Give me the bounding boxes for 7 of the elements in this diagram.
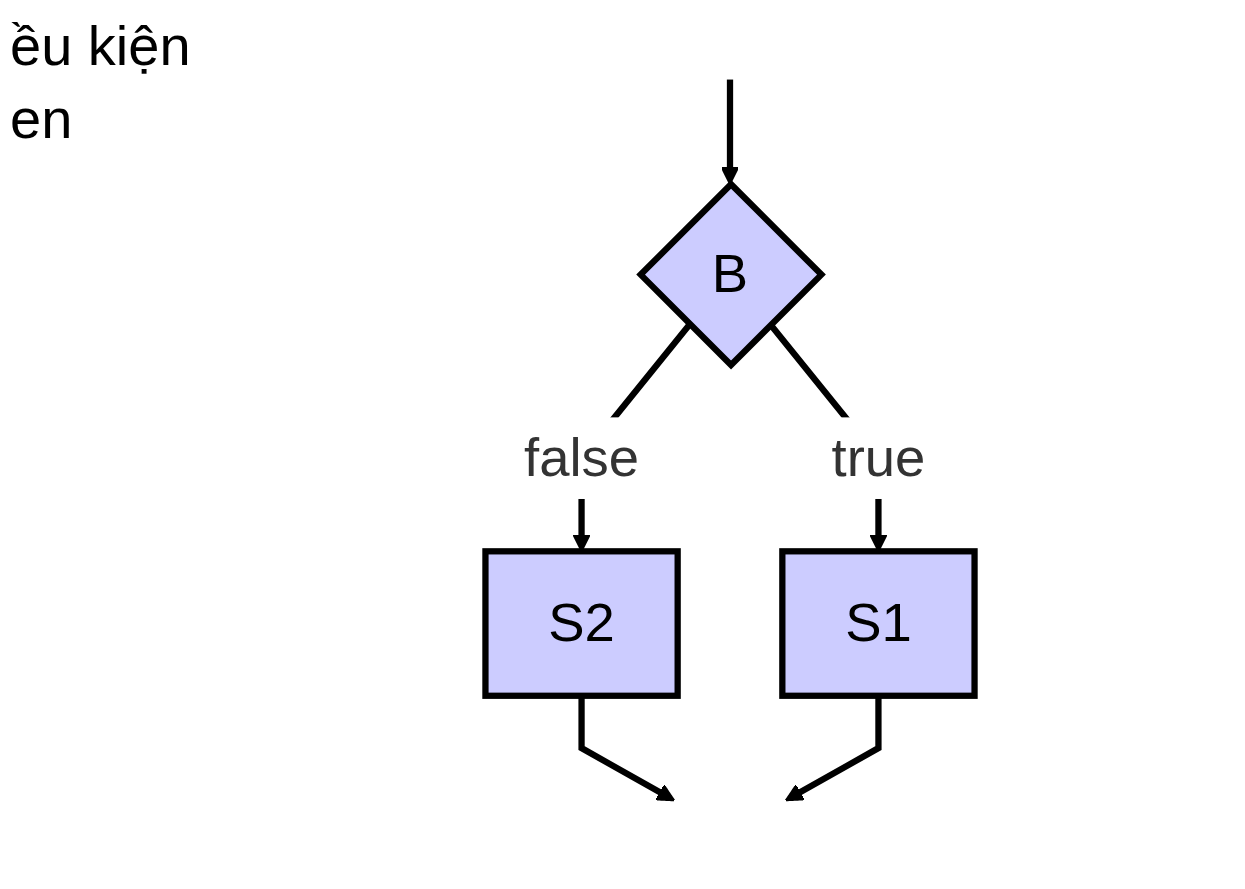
edge-label: false: [524, 425, 640, 489]
slide-text: ều kiện: [10, 13, 191, 79]
slide-text: en: [10, 85, 74, 152]
node-box: S2: [482, 548, 681, 699]
node-diamond: B: [636, 179, 826, 370]
edge-label: true: [831, 425, 926, 489]
node-box: S1: [779, 548, 978, 699]
